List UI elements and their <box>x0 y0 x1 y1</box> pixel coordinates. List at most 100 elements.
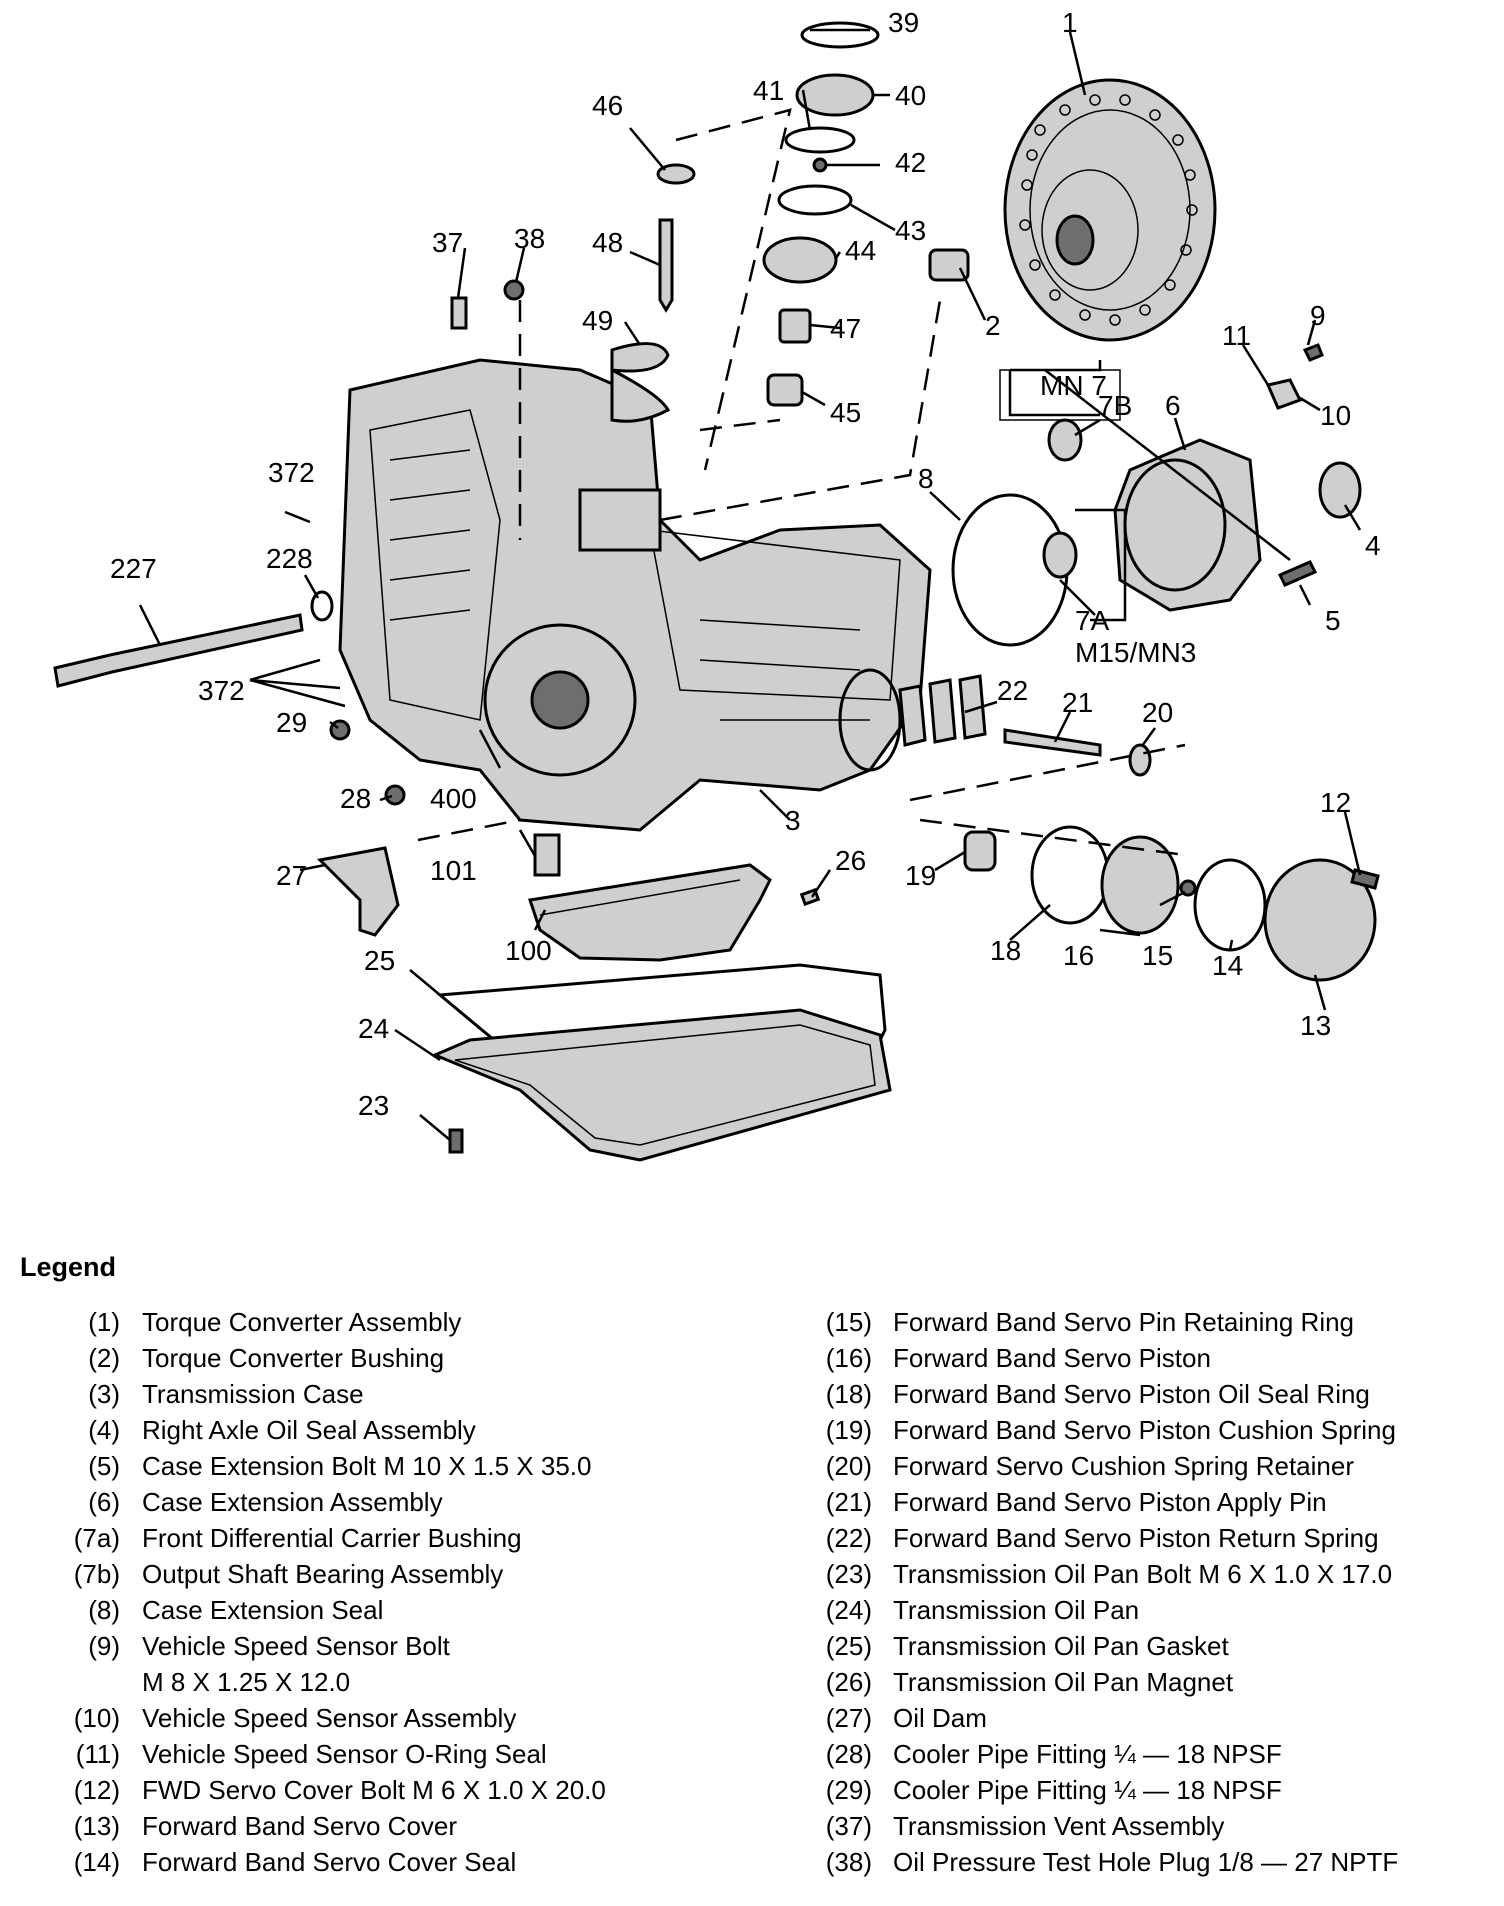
legend-item-code: (14) <box>73 1847 120 1877</box>
legend-column-right: (15)Forward Band Servo Pin Retaining Rin… <box>760 1304 1504 1880</box>
plug-38-part <box>503 279 525 301</box>
callout-24: 24 <box>358 1013 389 1044</box>
callout-39: 39 <box>888 7 919 38</box>
servo-piston-16-part <box>1100 835 1180 935</box>
oil-dam-27-part <box>316 846 400 937</box>
legend-title: Legend <box>20 1252 117 1282</box>
legend-item-description: Torque Converter Assembly <box>142 1307 462 1337</box>
callout-49: 49 <box>582 305 613 336</box>
callout-11: 11 <box>1222 320 1251 351</box>
callout-41: 41 <box>753 75 784 106</box>
legend-item-description: Vehicle Speed Sensor O-Ring Seal <box>142 1739 547 1769</box>
legend-item-code: (7b) <box>73 1559 120 1589</box>
oil-pan-part <box>431 1008 892 1162</box>
legend-item-code: (22) <box>825 1523 872 1553</box>
legend-item-description: Transmission Oil Pan Magnet <box>893 1667 1234 1697</box>
legend-item-code: (12) <box>73 1775 120 1805</box>
callout-38: 38 <box>514 223 545 254</box>
legend-item-code: (21) <box>825 1487 872 1517</box>
legend-item: (7a)Front Differential Carrier Bushing <box>0 1520 760 1556</box>
spring-47-part <box>778 308 812 344</box>
spring-49-part <box>610 342 671 423</box>
legend-item: (24)Transmission Oil Pan <box>760 1592 1504 1628</box>
legend-item-code: (2) <box>88 1343 120 1373</box>
legend-item: (18)Forward Band Servo Piston Oil Seal R… <box>760 1376 1504 1412</box>
legend-item-description: Case Extension Seal <box>142 1595 384 1625</box>
legend-item-code: (26) <box>825 1667 872 1697</box>
legend-item-code: (16) <box>825 1343 872 1373</box>
filter-seal-part <box>533 833 561 877</box>
callout-7a: 7A <box>1075 605 1110 636</box>
callout-372-bottom: 372 <box>198 675 245 706</box>
callout-12: 12 <box>1320 787 1351 818</box>
callout-22: 22 <box>997 675 1028 706</box>
seal-43-part <box>777 184 853 216</box>
legend-item-description: Oil Pressure Test Hole Plug 1/8 — 27 NPT… <box>893 1847 1399 1877</box>
legend-item-code: (15) <box>825 1307 872 1337</box>
callout-47: 47 <box>830 313 861 344</box>
legend-item: (23)Transmission Oil Pan Bolt M 6 X 1.0 … <box>760 1556 1504 1592</box>
callout-6: 6 <box>1165 390 1181 421</box>
legend-item-description: Case Extension Assembly <box>142 1487 443 1517</box>
legend-item-description: Forward Band Servo Piston Cushion Spring <box>893 1415 1396 1445</box>
callout-7b: 7B <box>1098 390 1132 421</box>
axle-seal-part <box>1318 461 1362 519</box>
legend-item: (38) Oil Pressure Test Hole Plug 1/8 — 27… <box>760 1844 1504 1880</box>
callout-372-top: 372 <box>268 457 315 488</box>
torque-converter-bushing-part <box>928 248 970 282</box>
callout-29: 29 <box>276 707 307 738</box>
callout-26: 26 <box>835 845 866 876</box>
legend: Legend (1)Torque Converter Assembly(2)To… <box>0 1240 1504 1900</box>
callout-101: 101 <box>430 855 477 886</box>
legend-item: (19)Forward Band Servo Piston Cushion Sp… <box>760 1412 1504 1448</box>
callout-28: 28 <box>340 783 371 814</box>
legend-item: (14)Forward Band Servo Cover Seal <box>0 1844 760 1880</box>
speed-sensor-bolt-part <box>1302 343 1324 362</box>
legend-item: (15)Forward Band Servo Pin Retaining Rin… <box>760 1304 1504 1340</box>
legend-item-description-cont: M 8 X 1.25 X 12.0 <box>142 1667 351 1697</box>
legend-item-description: Forward Band Servo Piston Return Spring <box>893 1523 1379 1553</box>
piston-45-part <box>766 373 804 407</box>
shaft-227-part <box>53 613 304 688</box>
callout-400: 400 <box>430 783 477 814</box>
legend-item-code: (38) <box>825 1847 872 1877</box>
legend-item-description: Forward Band Servo Piston Apply Pin <box>893 1487 1327 1517</box>
callout-227: 227 <box>110 553 157 584</box>
callout-21: 21 <box>1062 687 1093 718</box>
callout-mn7: MN 7 <box>1040 370 1107 401</box>
legend-item-description: Cooler Pipe Fitting ¼ — 18 NPSF <box>893 1739 1282 1769</box>
cushion-spring-19-part <box>963 830 997 872</box>
legend-item-description: Transmission Oil Pan Bolt M 6 X 1.0 X 17… <box>893 1559 1393 1589</box>
legend-item: (20)Forward Servo Cushion Spring Retaine… <box>760 1448 1504 1484</box>
case-extension-part <box>1113 438 1262 612</box>
oil-seal-ring-18-part <box>1030 825 1110 925</box>
callout-8: 8 <box>918 463 934 494</box>
legend-item-code: (25) <box>825 1631 872 1661</box>
legend-item-code: (18) <box>825 1379 872 1409</box>
callout-15: 15 <box>1142 940 1173 971</box>
legend-item: (8)Case Extension Seal <box>0 1592 760 1628</box>
callout-19: 19 <box>905 860 936 891</box>
legend-item-code: (1) <box>88 1307 120 1337</box>
legend-item-description: Vehicle Speed Sensor Assembly <box>142 1703 517 1733</box>
legend-item-code: (11) <box>75 1739 120 1769</box>
legend-item-description: Transmission Oil Pan Gasket <box>893 1631 1229 1661</box>
callout-46: 46 <box>592 90 623 121</box>
seal-228-part <box>310 590 334 622</box>
legend-item-description: Front Differential Carrier Bushing <box>142 1523 522 1553</box>
callout-37: 37 <box>432 227 463 258</box>
legend-item-description: Transmission Oil Pan <box>893 1595 1140 1625</box>
callout-9: 9 <box>1310 300 1326 331</box>
cover-40-part <box>795 73 875 117</box>
legend-item-description: Right Axle Oil Seal Assembly <box>142 1415 476 1445</box>
callout-25: 25 <box>364 945 395 976</box>
callout-27: 27 <box>276 860 307 891</box>
piston-44-part <box>762 236 838 284</box>
ring-42-part <box>812 157 828 173</box>
legend-item-code: (13) <box>73 1811 120 1841</box>
legend-item: (28)Cooler Pipe Fitting ¼ — 18 NPSF <box>760 1736 1504 1772</box>
legend-item-description: Oil Dam <box>893 1703 987 1733</box>
legend-item: (11) Vehicle Speed Sensor O-Ring Seal <box>0 1736 760 1772</box>
legend-item: (27)Oil Dam <box>760 1700 1504 1736</box>
legend-item-code: (29) <box>825 1775 872 1805</box>
